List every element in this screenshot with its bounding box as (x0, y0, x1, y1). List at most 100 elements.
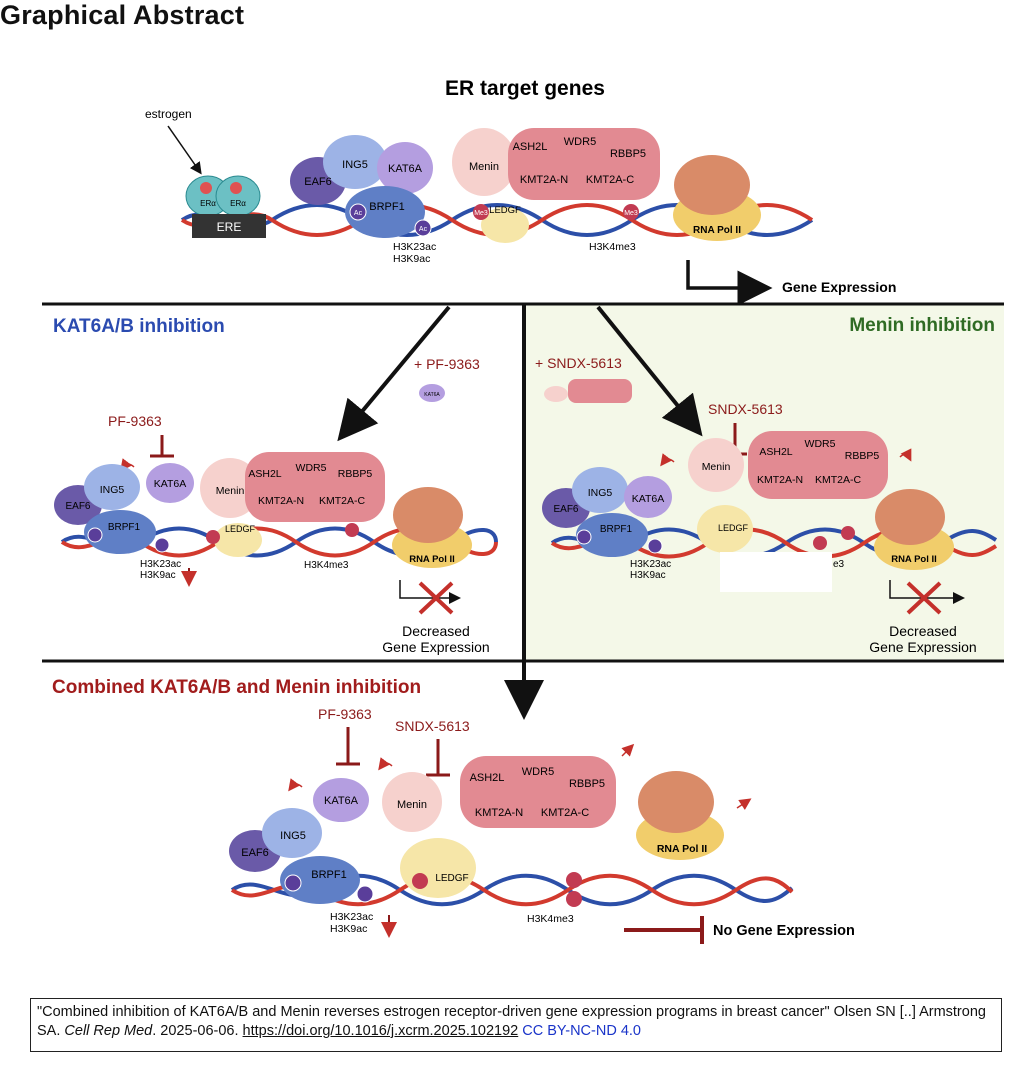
menin-mll-complex-top: Menin ASH2L WDR5 RBBP5 KMT2A-N KMT2A-C L… (452, 128, 660, 243)
kmt2a-c-label: KMT2A-C (586, 174, 634, 186)
svg-text:Menin: Menin (702, 461, 731, 473)
estrogen-label: estrogen (145, 107, 192, 121)
menin-drug-label: SNDX-5613 (708, 401, 783, 417)
menin-release-arrow (660, 453, 675, 467)
svg-text:KMT2A-N: KMT2A-N (757, 474, 803, 486)
ere-box (192, 214, 266, 238)
er-alpha-dimer: ERα ERα (185, 175, 261, 217)
citation-quote: "Combined inhibition of KAT6A/B and Meni… (37, 1004, 986, 1039)
svg-text:RNA Pol II: RNA Pol II (409, 554, 455, 565)
menin-mll-complex-left: Menin LEDGF ASH2L WDR5 RBBP5 KMT2A-N KMT… (200, 452, 385, 557)
citation-license-link[interactable]: CC BY-NC-ND 4.0 (522, 1023, 641, 1039)
er-alpha-label-2: ERα (230, 199, 246, 208)
svg-text:WDR5: WDR5 (522, 766, 554, 778)
top-title: ER target genes (445, 77, 605, 100)
h3k23ac-left: H3K23ac (140, 559, 181, 570)
kat6-drug-add-label: + PF-9363 (414, 356, 480, 372)
combined-mll-release-arrow (621, 743, 635, 757)
rna-pol-ii-label: RNA Pol II (693, 225, 741, 236)
gene-expression-arrow (686, 260, 773, 306)
ere-label: ERE (217, 220, 242, 234)
mini-mll-icon (568, 379, 632, 403)
arrow-to-kat6-panel (337, 305, 451, 442)
decreased-left: Decreased (402, 623, 470, 639)
svg-text:EAF6: EAF6 (553, 504, 578, 515)
svg-text:Menin: Menin (397, 799, 427, 811)
gene-expression-label: Gene Expression (782, 279, 896, 295)
rbbp5-label: RBBP5 (610, 148, 646, 160)
svg-text:ASH2L: ASH2L (759, 446, 792, 458)
menin-drug-add-label: + SNDX-5613 (535, 355, 622, 371)
svg-text:RNA Pol II: RNA Pol II (657, 843, 707, 855)
svg-text:KMT2A-C: KMT2A-C (541, 807, 589, 819)
mini-menin-icon (544, 386, 568, 402)
ledgf-label: LEDGF (489, 205, 521, 216)
h3k9ac-right: H3K9ac (630, 570, 666, 581)
masked-region (720, 552, 832, 592)
citation-doi-link[interactable]: https://doi.org/10.1016/j.xcrm.2025.1021… (242, 1023, 519, 1039)
kat6a-complex-left: KAT6A EAF6 ING5 BRPF1 (54, 463, 194, 554)
svg-text:RBBP5: RBBP5 (338, 468, 373, 480)
kat6-drug-label: PF-9363 (108, 413, 162, 429)
mll-release-arrow (899, 448, 912, 462)
menin-protein (452, 128, 516, 196)
rna-pol-ii-left: RNA Pol II (392, 487, 472, 568)
h3k23ac-right: H3K23ac (630, 559, 671, 570)
combined-drug1-label: PF-9363 (318, 706, 372, 722)
kat6a-label: KAT6A (388, 163, 423, 175)
combined-kat6-inhibitor-bar (336, 727, 360, 766)
citation-journal: Cell Rep Med (64, 1023, 153, 1039)
ing5-protein (323, 135, 387, 189)
svg-text:WDR5: WDR5 (296, 462, 327, 474)
graphical-abstract-diagram: ER target genes estrogen ERα ERα ERE EAF… (42, 77, 1004, 944)
svg-text:ASH2L: ASH2L (470, 772, 505, 784)
combined-drug2-label: SNDX-5613 (395, 718, 470, 734)
svg-text:BRPF1: BRPF1 (600, 524, 633, 535)
svg-text:KMT2A-C: KMT2A-C (319, 495, 366, 507)
kat6a-complex-top: EAF6 ING5 KAT6A BRPF1 Ac Ac (290, 135, 433, 238)
svg-text:LEDGF: LEDGF (435, 873, 468, 884)
gene-expression-left: Gene Expression (382, 639, 489, 655)
svg-text:ING5: ING5 (280, 830, 306, 842)
svg-text:LEDGF: LEDGF (718, 523, 749, 533)
wdr5-label: WDR5 (564, 136, 596, 148)
combined-pol-release-arrow (736, 798, 752, 810)
ledgf-protein (481, 207, 529, 243)
svg-text:KMT2A-N: KMT2A-N (258, 495, 304, 507)
svg-text:KAT6A: KAT6A (632, 493, 664, 505)
arrow-to-menin-panel (596, 305, 703, 437)
ac-mark-2: Ac (419, 226, 428, 233)
svg-text:EAF6: EAF6 (241, 847, 269, 859)
menin-panel-title: Menin inhibition (849, 315, 995, 336)
me3-mark-2: Me3 (624, 210, 638, 217)
decreased-arrow-right (889, 580, 965, 604)
ledgf-bottom: LEDGF (400, 838, 582, 907)
svg-text:ING5: ING5 (588, 487, 613, 499)
decreased-right: Decreased (889, 623, 957, 639)
menin-label: Menin (469, 161, 499, 173)
ledgf-right: LEDGF (697, 505, 855, 553)
x-mark-right (906, 581, 942, 615)
combined-kat6-release-arrow (288, 778, 303, 792)
ash2l-label: ASH2L (513, 141, 548, 153)
rna-pol-ii-right: RNA Pol II (874, 489, 954, 570)
kat6a-complex-bottom: EAF6 ING5 BRPF1 (229, 808, 374, 904)
h3k4me3-left: H3K4me3 (304, 560, 349, 571)
page-title: Graphical Abstract (0, 0, 245, 30)
estrogen-arrow (167, 125, 202, 175)
h3k23ac-bottom: H3K23ac (330, 911, 373, 923)
citation-date: . 2025-06-06. (152, 1023, 239, 1039)
combined-menin-inhibitor-bar (426, 739, 450, 777)
me3-mark-1: Me3 (474, 210, 488, 217)
h3k4me3-bottom: H3K4me3 (527, 913, 574, 925)
h3k9ac-label: H3K9ac (393, 253, 430, 265)
brpf1-label: BRPF1 (369, 201, 404, 213)
x-mark-left (418, 581, 454, 615)
mini-kat6a-label: KAT6A (424, 392, 440, 398)
svg-text:RNA Pol II: RNA Pol II (891, 554, 937, 565)
gene-expression-right: Gene Expression (869, 639, 976, 655)
kmt2a-n-label: KMT2A-N (520, 174, 568, 186)
mini-kat6a-icon (419, 384, 445, 402)
kat6a-protein (377, 142, 433, 194)
free-menin-mll-right: Menin ASH2L WDR5 RBBP5 KMT2A-N KMT2A-C (688, 431, 888, 499)
